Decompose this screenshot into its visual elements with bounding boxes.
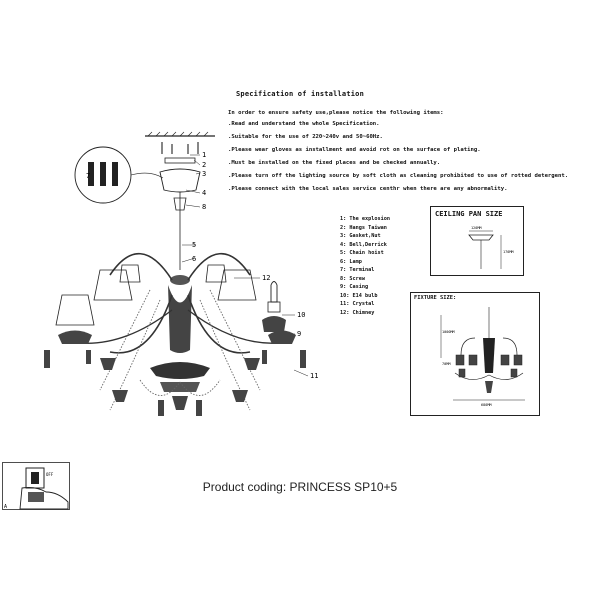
note-item: .Please turn off the lighting source by … [228, 173, 569, 179]
warning-label: A [4, 504, 7, 510]
callout-11: 11 [310, 372, 318, 380]
note-item: .Please connect with the local sales ser… [228, 186, 508, 192]
safety-notes: .Read and understand the whole Specifica… [228, 121, 568, 199]
part-item: 10: E14 bulb [340, 292, 378, 299]
part-item: 2: Hangs Taiwan [340, 224, 387, 231]
callout-3: 3 [202, 170, 206, 178]
part-item: 4: Bell,Derrick [340, 241, 387, 248]
callout-7: 7 [86, 172, 90, 180]
callout-2: 2 [202, 161, 206, 169]
part-item: 5: Chain hoist [340, 250, 384, 256]
part-item: 7: Terminal [340, 267, 375, 273]
ceiling-pan-width-label: 120MM [471, 226, 482, 230]
power-off-warning-icon: OFF A [2, 462, 70, 510]
intro-text: In order to ensure safety use,please not… [228, 110, 444, 116]
callout-8: 8 [202, 203, 206, 211]
ceiling-pan-box: CEILING PAN SIZE 120MM 170MM [430, 206, 524, 276]
callout-6: 6 [192, 255, 196, 263]
ceiling-pan-title: CEILING PAN SIZE [435, 210, 503, 218]
part-item: 1: The explosion [340, 216, 390, 222]
part-item: 8: Screw [340, 275, 365, 282]
callout-10: 10 [297, 311, 305, 319]
callout-4: 4 [202, 189, 206, 197]
fixture-height-label: 1000MM [442, 330, 455, 334]
part-item: 3: Gasket,Nut [340, 233, 381, 239]
part-item: 9: Casing [340, 284, 369, 290]
parts-list: 1: The explosion 2: Hangs Taiwan 3: Gask… [340, 216, 390, 318]
part-item: 6: Lamp [340, 258, 362, 265]
callout-5: 5 [192, 241, 196, 249]
page-title: Specification of installation [235, 90, 365, 98]
fixture-size-drawing: 1000MM 70MM 680MM [440, 307, 525, 407]
callout-9: 9 [297, 330, 301, 338]
note-item: .Suitable for the use of 220~240v and 50… [228, 134, 383, 140]
fixture-width-label: 680MM [481, 403, 492, 407]
fixture-size-title: FIXTURE SIZE: [414, 295, 457, 301]
callout-1: 1 [202, 151, 206, 159]
ceiling-pan-drawing: 120MM 170MM [468, 226, 514, 269]
callout-12: 12 [262, 274, 270, 282]
ceiling-pan-height-label: 170MM [503, 250, 514, 254]
chandelier-diagram: 1 2 3 4 5 6 7 8 9 10 11 12 [44, 131, 318, 416]
part-item: 12: Chimney [340, 309, 375, 316]
note-item: .Must be installed on the fixed places a… [228, 160, 441, 166]
fixture-size-box: FIXTURE SIZE: 1000MM 70MM 680MM [410, 292, 540, 416]
note-item: .Please wear gloves as installment and a… [228, 147, 481, 153]
part-item: 11: Crystal [340, 301, 375, 307]
product-coding: Product coding: PRINCESS SP10+5 [202, 480, 398, 494]
note-item: .Read and understand the whole Specifica… [228, 121, 380, 127]
switch-off-label: OFF [46, 472, 54, 477]
fixture-dim-a-label: 70MM [442, 362, 450, 366]
